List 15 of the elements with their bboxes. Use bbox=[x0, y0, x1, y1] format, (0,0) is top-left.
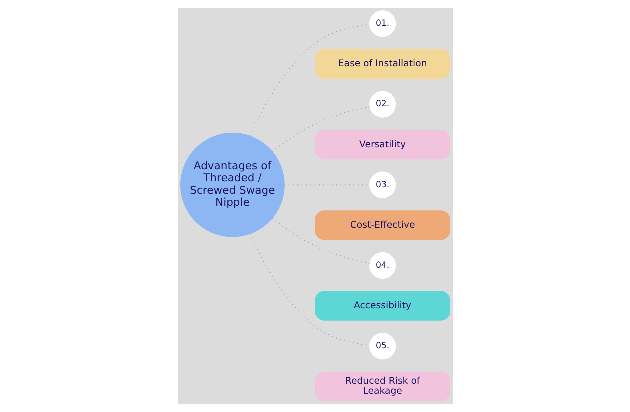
node-circle: 03. bbox=[369, 172, 396, 198]
connector bbox=[250, 234, 370, 346]
node-box: Ease of Installation bbox=[314, 49, 450, 79]
node-circle: Advantages of Threaded / Screwed Swage Nipple bbox=[180, 132, 284, 238]
node-circle: 05. bbox=[369, 333, 396, 360]
node-box: Cost-Effective bbox=[314, 210, 450, 240]
node-box: Versatility bbox=[314, 130, 450, 160]
connector bbox=[250, 24, 370, 136]
node-box: Reduced Risk of Leakage bbox=[314, 372, 450, 402]
connector bbox=[272, 106, 370, 152]
node-circle: 02. bbox=[369, 91, 396, 118]
node-circle: 01. bbox=[369, 10, 396, 38]
node-circle: 04. bbox=[369, 252, 396, 280]
connector bbox=[272, 218, 370, 264]
node-box: Accessibility bbox=[314, 291, 450, 321]
